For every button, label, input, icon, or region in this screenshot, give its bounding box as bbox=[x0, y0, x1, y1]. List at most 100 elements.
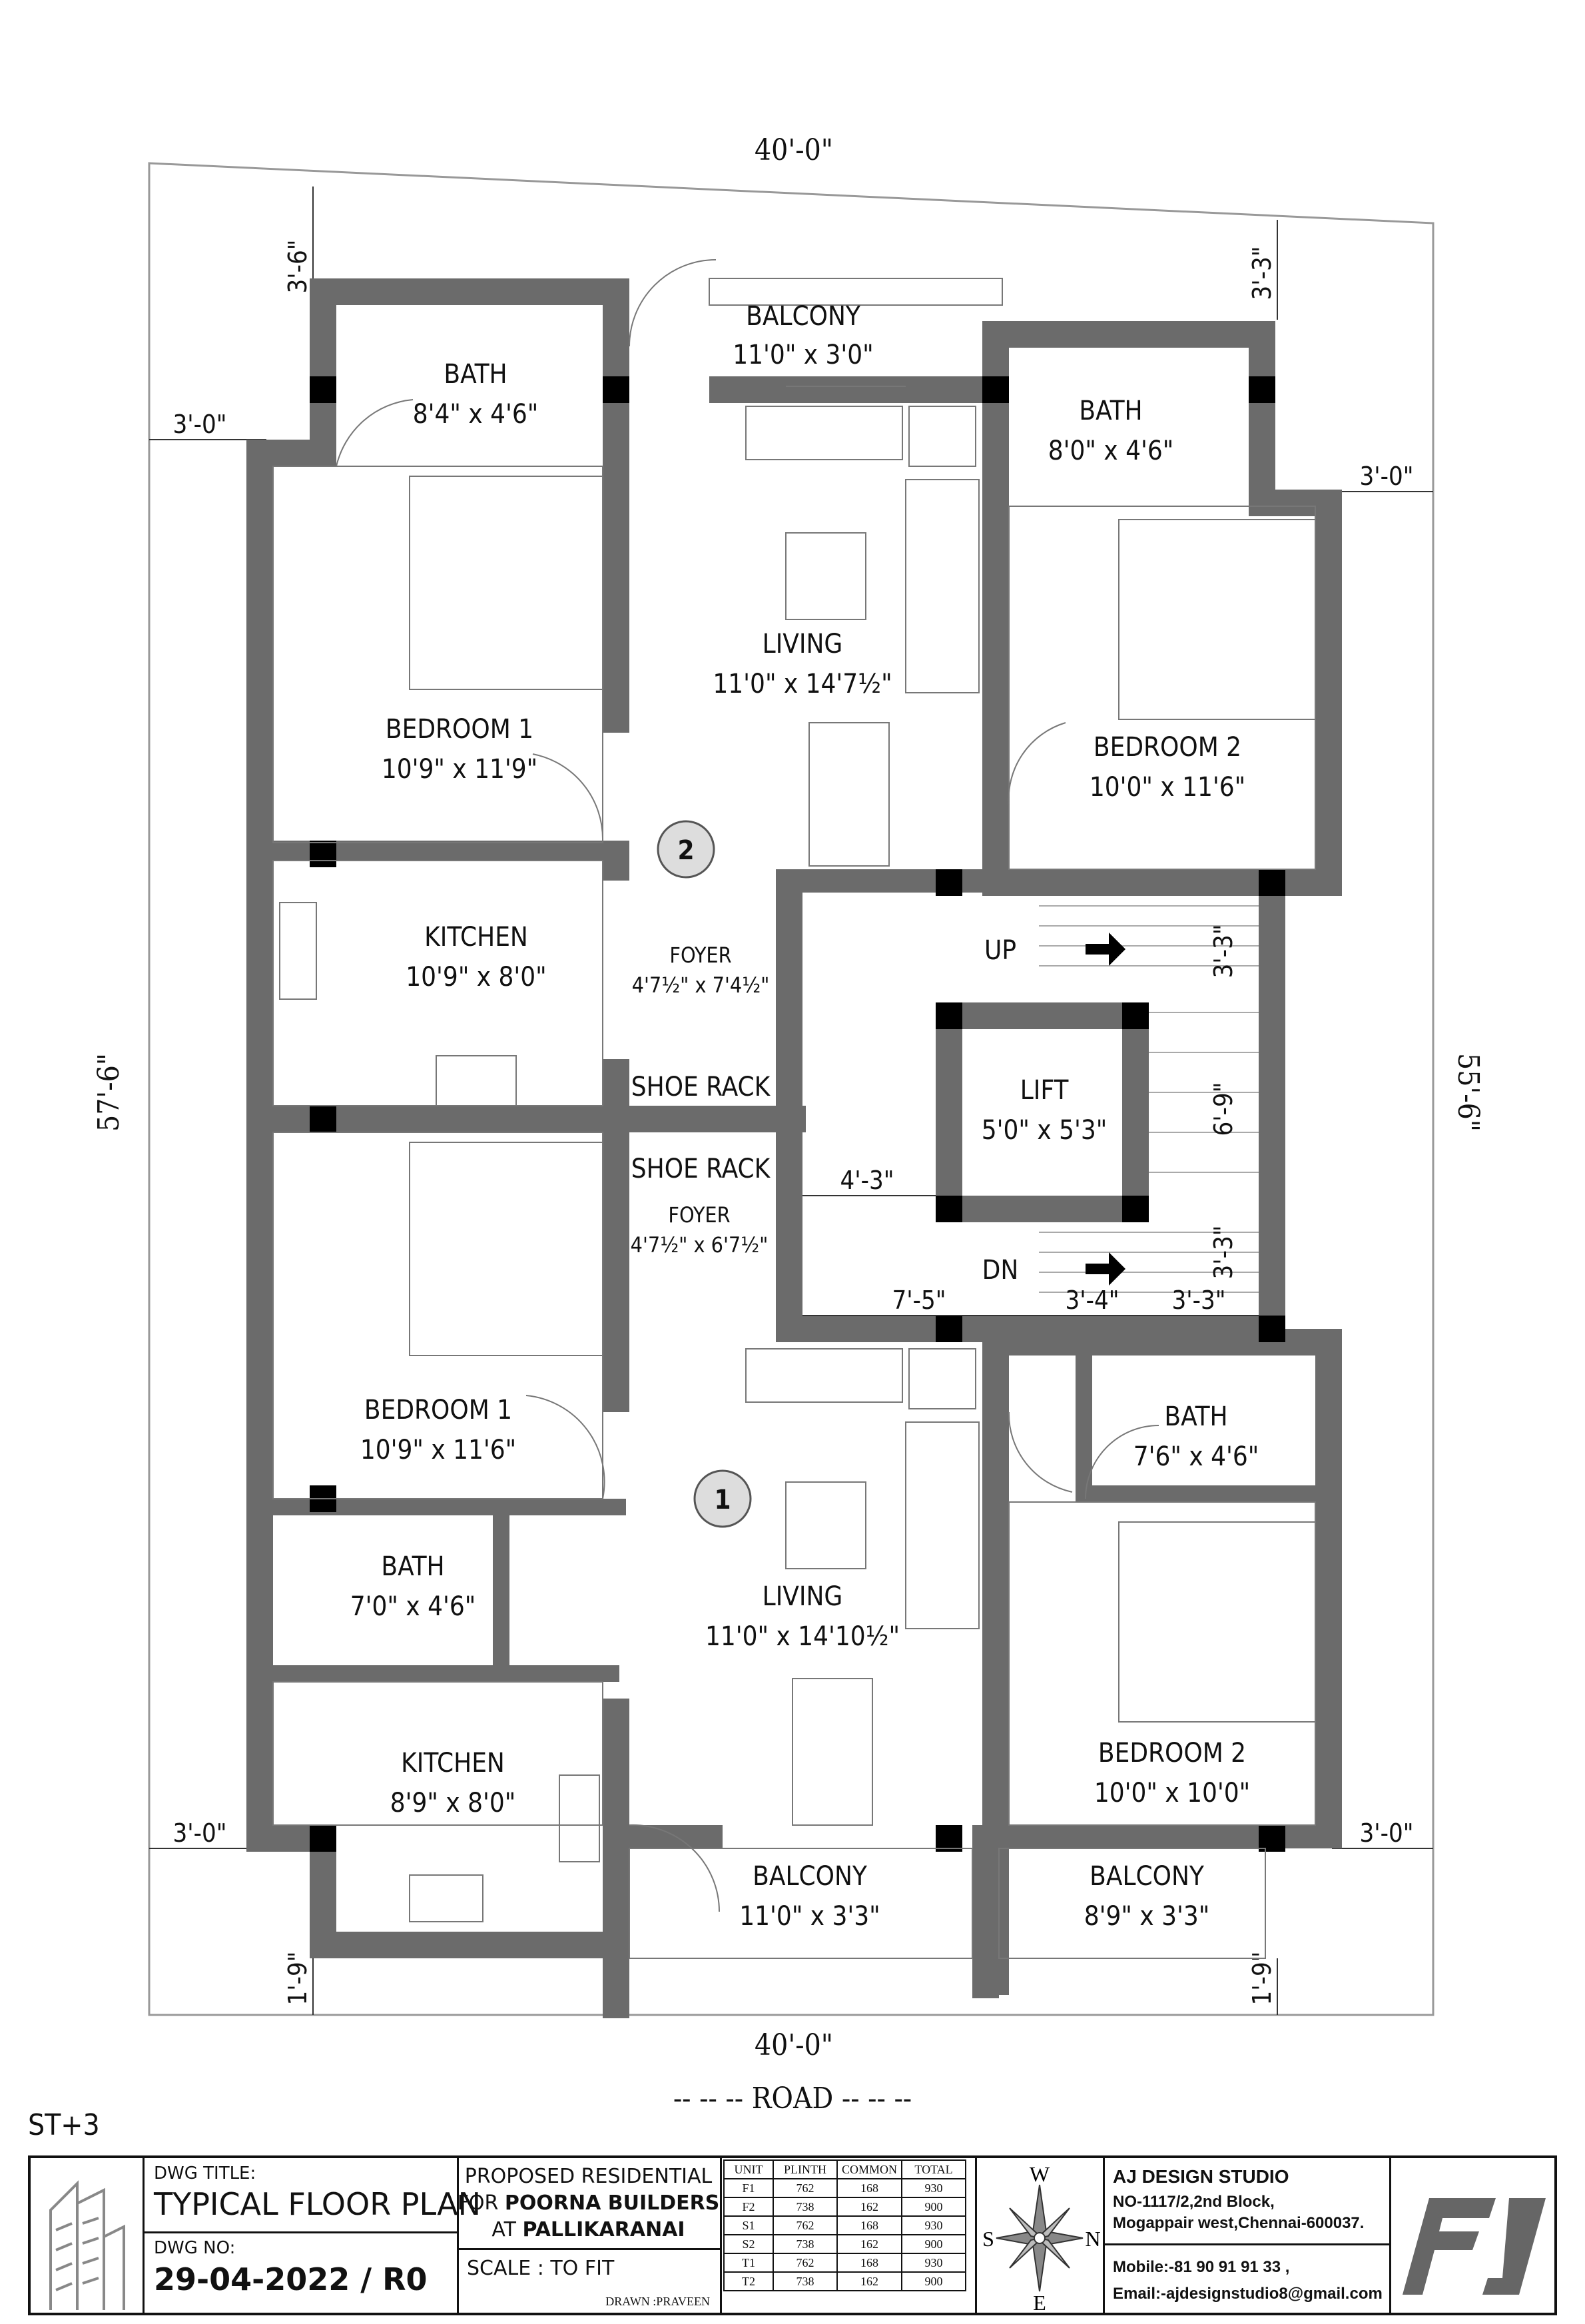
dim-top-width: 40'-0" bbox=[755, 133, 833, 167]
room-name: BATH bbox=[444, 359, 507, 390]
setback-left-upper: 3'-0" bbox=[173, 410, 227, 439]
title-block: DWG TITLE: TYPICAL FLOOR PLAN DWG NO: 29… bbox=[28, 2155, 1557, 2315]
area-cell: 900 bbox=[901, 2234, 967, 2254]
setback-bottom-right: 1'-9" bbox=[1247, 1952, 1277, 2006]
room-name: BEDROOM 1 bbox=[364, 1395, 512, 1425]
room-name: BEDROOM 2 bbox=[1098, 1738, 1246, 1768]
dim-b3: 3'-3" bbox=[1172, 1286, 1226, 1315]
area-cell: 930 bbox=[901, 2178, 967, 2198]
area-cell: 168 bbox=[836, 2215, 903, 2235]
dim-stair-mid: 6'-9" bbox=[1209, 1082, 1238, 1136]
studio-address-2: Mogappair west,Chennai-600037. bbox=[1113, 2214, 1365, 2232]
area-cell: 738 bbox=[773, 2271, 838, 2291]
room-size: 8'9" x 8'0" bbox=[390, 1788, 516, 1818]
room-size: 11'0" x 3'3" bbox=[739, 1901, 880, 1932]
dim-lobby: 4'-3" bbox=[840, 1166, 894, 1195]
area-cell: 900 bbox=[901, 2197, 967, 2217]
divider bbox=[720, 2158, 722, 2313]
area-cell: 162 bbox=[836, 2271, 903, 2291]
studio-name: AJ DESIGN STUDIO bbox=[1113, 2166, 1289, 2187]
dim-bottom-width: 40'-0" bbox=[755, 2028, 833, 2062]
room-name: LIVING bbox=[763, 629, 843, 659]
dim-b2: 3'-4" bbox=[1066, 1286, 1119, 1315]
up-label: UP bbox=[984, 935, 1016, 966]
building-logo-icon bbox=[49, 2180, 125, 2310]
floors-label: ST+3 bbox=[28, 2108, 100, 2142]
area-cell: 930 bbox=[901, 2253, 967, 2273]
setback-bottom-left: 1'-9" bbox=[283, 1952, 312, 2006]
area-cell: 738 bbox=[773, 2234, 838, 2254]
setback-right-lower: 3'-0" bbox=[1360, 1818, 1414, 1848]
road-label: -- -- -- ROAD -- -- -- bbox=[673, 2082, 912, 2116]
room-size: 8'4" x 4'6" bbox=[413, 399, 539, 430]
project-at: AT bbox=[491, 2218, 523, 2241]
room-name: SHOE RACK bbox=[631, 1072, 771, 1102]
area-cell: 162 bbox=[836, 2234, 903, 2254]
room-name: KITCHEN bbox=[401, 1748, 505, 1778]
dim-left-depth: 57'-6" bbox=[92, 1053, 126, 1132]
room-size: 11'0" x 14'7½" bbox=[713, 669, 892, 699]
room-size: 10'0" x 11'6" bbox=[1090, 772, 1245, 803]
room-size: 8'0" x 4'6" bbox=[1048, 436, 1174, 466]
area-cell: 762 bbox=[773, 2178, 838, 2198]
scale: SCALE : TO FIT bbox=[467, 2257, 615, 2280]
area-header: PLINTH bbox=[773, 2159, 838, 2179]
room-name: KITCHEN bbox=[424, 922, 528, 953]
dwg-title: TYPICAL FLOOR PLAN bbox=[154, 2186, 481, 2222]
flat-1-labels: SHOE RACK FOYER 4'7½" x 6'7½" BEDROOM 1 … bbox=[350, 1154, 1259, 1932]
setback-top-right: 3'-3" bbox=[1247, 246, 1277, 300]
area-cell: 900 bbox=[901, 2271, 967, 2291]
room-size: 11'0" x 3'0" bbox=[733, 340, 873, 370]
down-label: DN bbox=[982, 1255, 1019, 1286]
compass-n: N bbox=[1085, 2227, 1100, 2251]
dwg-no-label: DWG NO: bbox=[154, 2238, 236, 2258]
divider bbox=[143, 2231, 457, 2233]
flat-2-marker bbox=[657, 820, 715, 879]
area-cell: 162 bbox=[836, 2197, 903, 2217]
divider bbox=[143, 2158, 145, 2313]
room-name: SHOE RACK bbox=[631, 1154, 771, 1184]
dwg-no: 29-04-2022 / R0 bbox=[154, 2261, 428, 2297]
flat-1-marker bbox=[693, 1469, 752, 1528]
compass-e: E bbox=[1033, 2291, 1046, 2314]
room-name: BEDROOM 1 bbox=[386, 714, 533, 745]
floor-plan-drawing: 40'-0" 40'-0" 57'-6" 55'-6" -- -- -- ROA… bbox=[28, 133, 1485, 2142]
core-labels: UP DN LIFT 5'0" x 5'3" 4'-3" 3'-3" 6'-9"… bbox=[802, 925, 1259, 1316]
area-cell: F2 bbox=[723, 2197, 774, 2217]
drawn-by: DRAWN :PRAVEEN bbox=[605, 2295, 710, 2308]
room-size: 10'9" x 11'9" bbox=[382, 754, 537, 785]
room-name: BATH bbox=[381, 1551, 444, 1582]
project-for: FOR bbox=[457, 2191, 505, 2215]
area-cell: T1 bbox=[723, 2253, 774, 2273]
dim-b1: 7'-5" bbox=[892, 1286, 946, 1315]
studio-mobile: Mobile:-81 90 91 91 33 , bbox=[1113, 2258, 1290, 2276]
dim-stair-top: 3'-3" bbox=[1209, 925, 1238, 978]
area-cell: S2 bbox=[723, 2234, 774, 2254]
stair-arrows bbox=[1086, 933, 1125, 1286]
area-cell: 168 bbox=[836, 2253, 903, 2273]
room-name: LIVING bbox=[763, 1581, 843, 1612]
client-name: POORNA BUILDERS bbox=[504, 2191, 720, 2215]
project-line3: AT PALLIKARANAI bbox=[457, 2218, 720, 2241]
area-cell: 762 bbox=[773, 2215, 838, 2235]
compass-w: W bbox=[1030, 2162, 1050, 2186]
room-size: 7'6" x 4'6" bbox=[1133, 1441, 1259, 1472]
studio-logo-icon bbox=[1403, 2198, 1546, 2295]
room-name: BALCONY bbox=[746, 301, 861, 332]
area-header: TOTAL bbox=[901, 2159, 967, 2179]
setback-left-lower: 3'-0" bbox=[173, 1818, 227, 1848]
room-size: 10'9" x 11'6" bbox=[360, 1435, 516, 1465]
divider bbox=[457, 2158, 459, 2313]
flat-1-marker-label: 1 bbox=[714, 1485, 731, 1515]
divider bbox=[1389, 2158, 1391, 2313]
down-arrow-icon bbox=[1086, 1252, 1125, 1286]
room-size: 10'9" x 8'0" bbox=[406, 962, 546, 992]
room-size: 7'0" x 4'6" bbox=[350, 1591, 476, 1622]
project-line2: FOR POORNA BUILDERS bbox=[457, 2191, 720, 2215]
room-name: BALCONY bbox=[753, 1861, 868, 1892]
